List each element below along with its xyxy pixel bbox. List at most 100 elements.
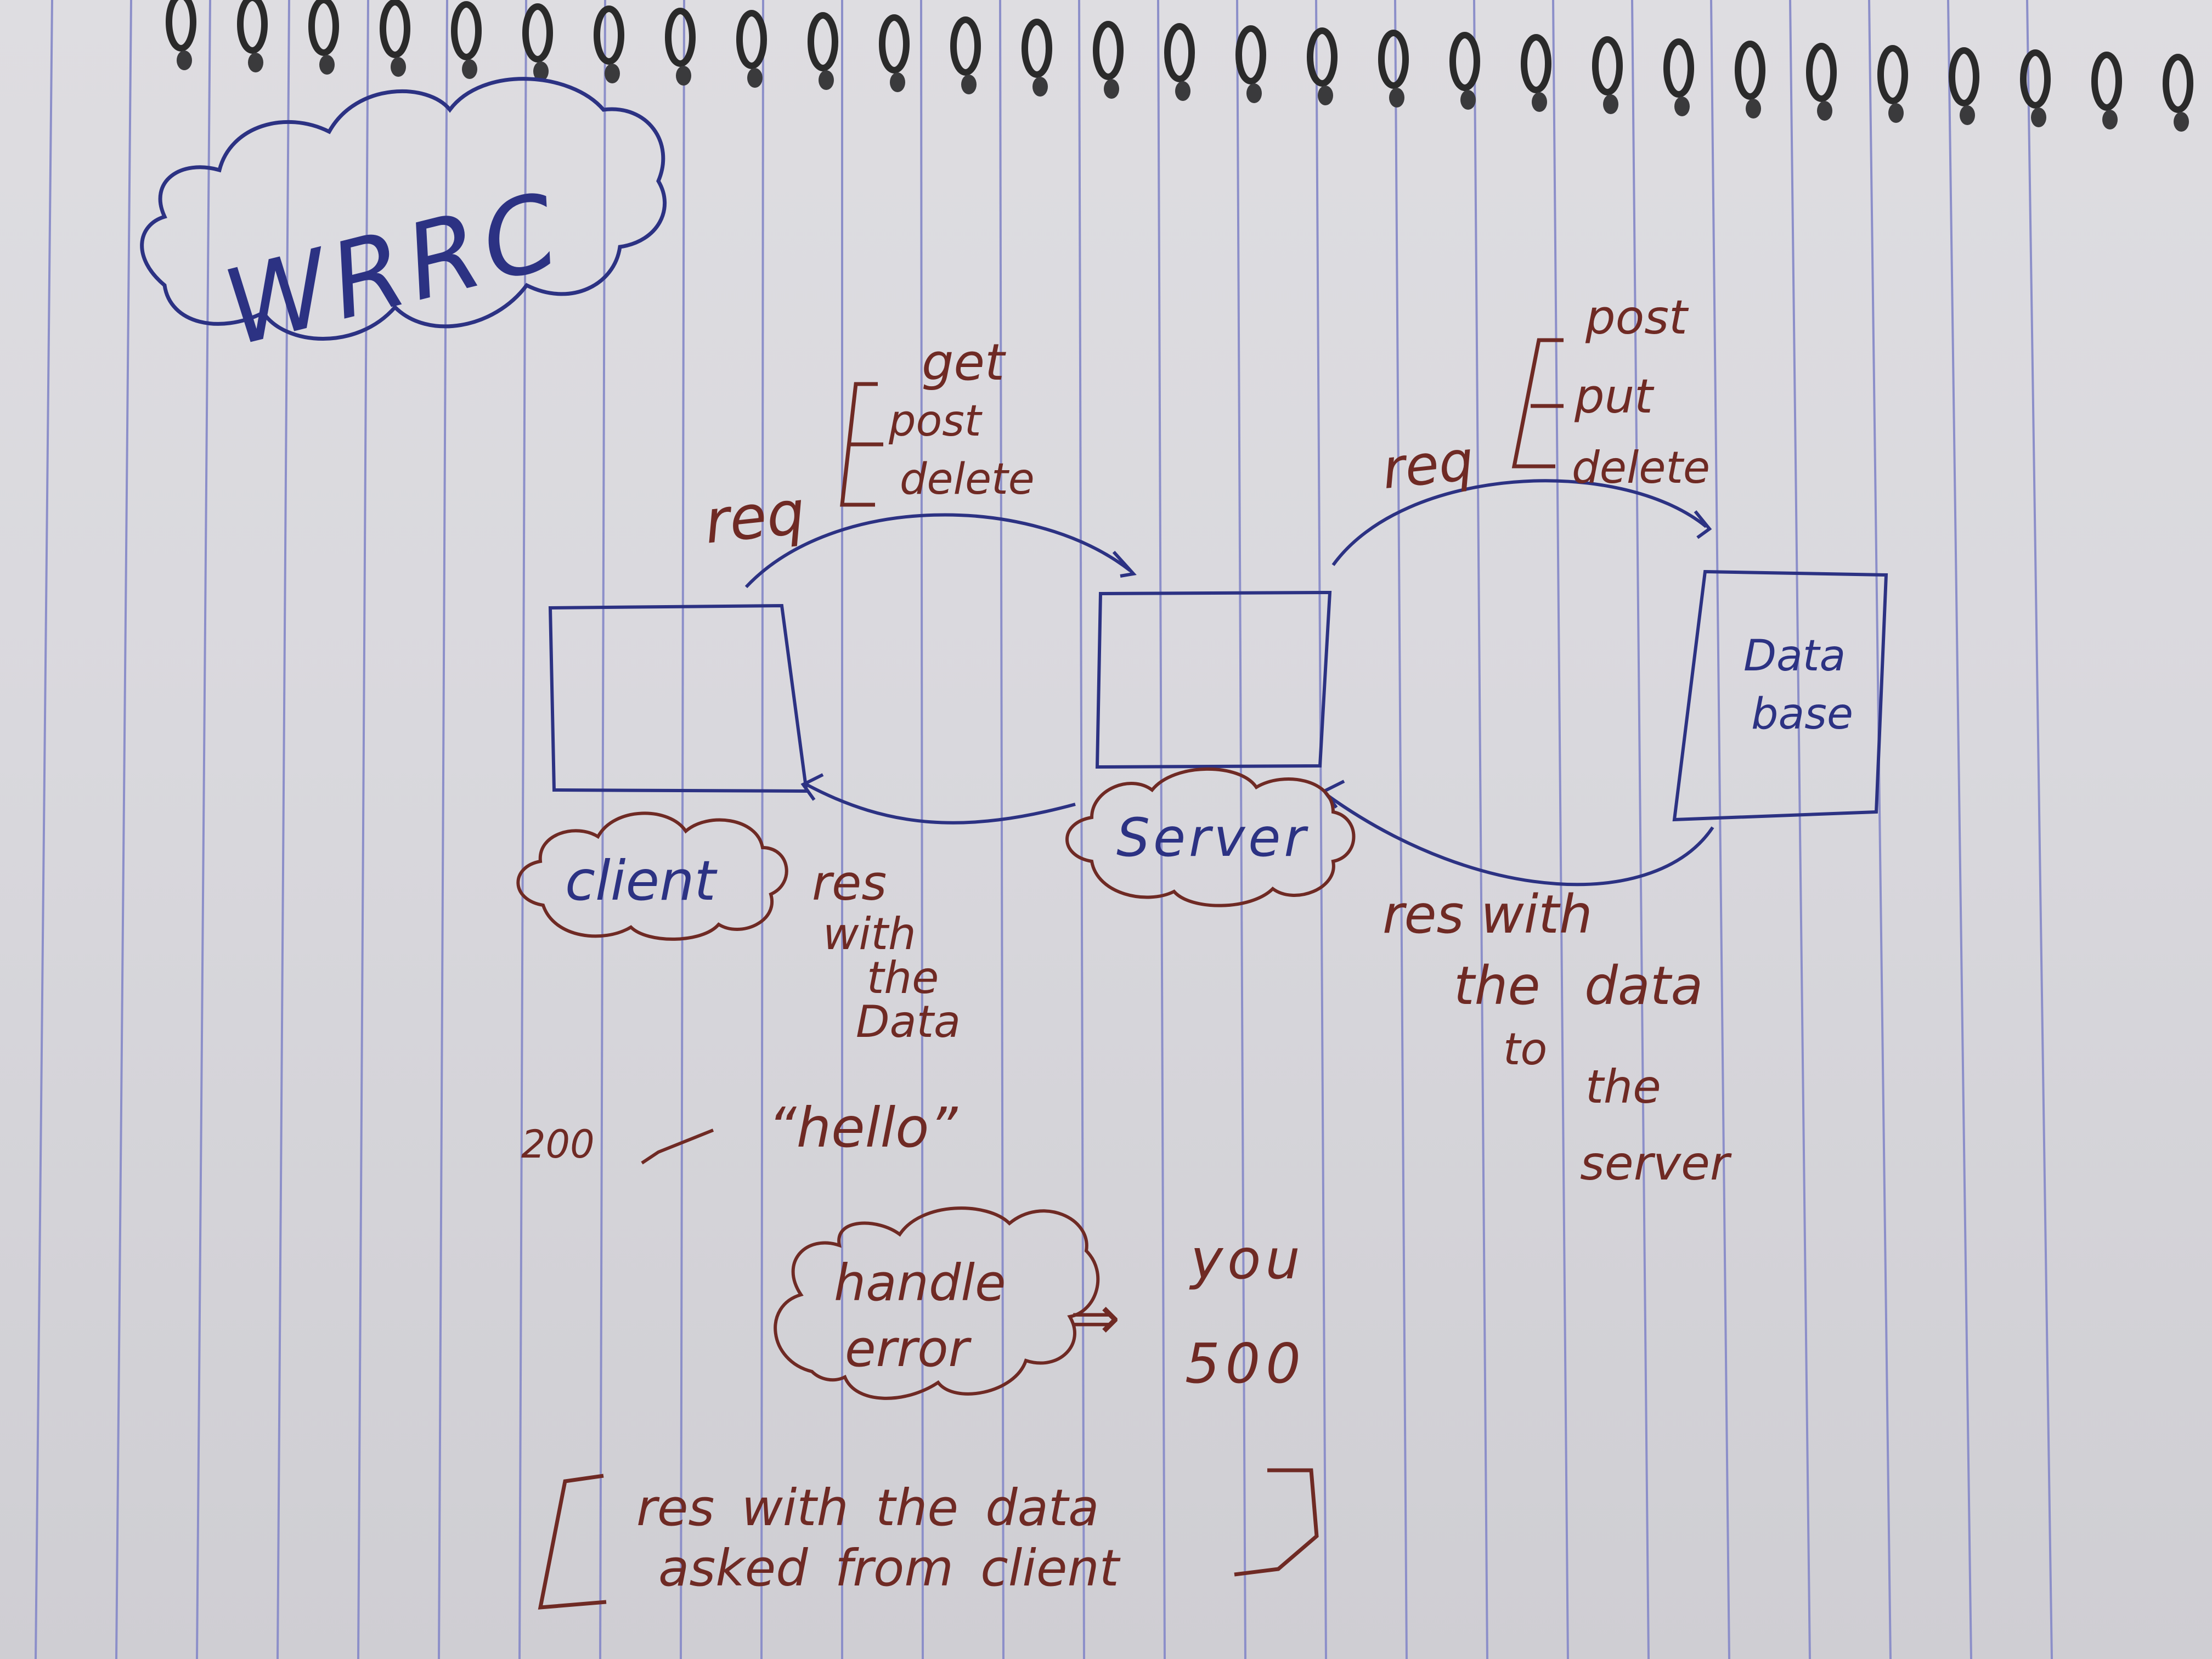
summary-line1: res with the data	[636, 1479, 1099, 1537]
spiral-hole	[1175, 81, 1190, 101]
spiral-hole	[1318, 86, 1333, 105]
res-server-line2: the data	[1454, 955, 1703, 1017]
spiral-binding	[166, 0, 2193, 132]
arrow-server-to-database	[1331, 479, 1707, 566]
spiral-hole	[2102, 110, 2118, 129]
spiral-ring	[451, 1, 482, 60]
spiral-hole	[1389, 88, 1404, 108]
method-put: put	[1574, 369, 1655, 424]
status-code-200: 200	[521, 1122, 595, 1167]
ruled-line	[999, 0, 1005, 1659]
ruled-line	[680, 0, 685, 1659]
spiral-hole	[890, 72, 905, 92]
ruled-line	[357, 0, 369, 1659]
res-client-line1: res	[812, 855, 887, 911]
spiral-hole	[961, 75, 977, 94]
database-node: Data base	[1672, 569, 1888, 822]
error-result-line2: 500	[1185, 1331, 1306, 1396]
res-server-line5: server	[1580, 1136, 1732, 1191]
client-cloud	[516, 811, 788, 941]
method-delete-right: delete	[1572, 442, 1710, 493]
ruled-line	[1947, 0, 1972, 1659]
summary-line2: asked from client	[658, 1539, 1121, 1598]
ruled-line	[1394, 0, 1408, 1659]
spiral-ring	[1378, 30, 1409, 89]
ruled-line	[2026, 0, 2053, 1659]
ruled-line	[1710, 0, 1730, 1659]
spiral-hole	[1817, 101, 1832, 121]
spiral-hole	[2031, 108, 2046, 127]
spiral-hole	[177, 50, 192, 70]
spiral-ring	[166, 0, 196, 52]
server-label: Server	[1116, 807, 1309, 868]
spiral-ring	[1521, 34, 1551, 93]
spiral-hole	[1746, 99, 1761, 119]
res-client-line2: with	[823, 909, 916, 960]
spiral-hole	[1888, 103, 1904, 123]
arrow-client-to-server	[744, 513, 1131, 589]
spiral-hole	[391, 57, 406, 77]
req-label-client-server: req	[701, 477, 808, 557]
method-bracket-right	[1511, 338, 1564, 469]
client-node	[548, 603, 809, 793]
ruled-line	[1157, 0, 1166, 1659]
ruled-line	[760, 0, 764, 1659]
spiral-ring	[1735, 41, 1765, 100]
error-cloud	[774, 1206, 1100, 1400]
check-mark	[641, 1128, 714, 1165]
arrow-server-to-client	[805, 783, 1076, 825]
spiral-ring	[1877, 45, 1908, 104]
res-client-line4: Data	[856, 996, 961, 1047]
spiral-ring	[1949, 47, 1979, 106]
spiral-hole	[1032, 77, 1048, 97]
ruled-line	[920, 0, 924, 1659]
spiral-ring	[594, 5, 624, 65]
spiral-hole	[605, 64, 620, 83]
title-cloud	[140, 77, 667, 341]
spiral-ring	[1663, 38, 1694, 98]
res-server-line3: to	[1503, 1024, 1547, 1075]
arrowhead-client-to-server	[1112, 550, 1137, 578]
server-node	[1095, 590, 1332, 769]
status-message-hello: “hello”	[768, 1096, 958, 1160]
spiral-ring	[879, 14, 910, 74]
error-label-line1: handle	[834, 1254, 1006, 1312]
spiral-hole	[319, 55, 335, 75]
error-implies-arrow: ⇒	[1070, 1283, 1120, 1353]
ruled-line	[115, 0, 132, 1659]
spiral-ring	[1592, 36, 1623, 95]
spiral-ring	[308, 0, 339, 56]
spiral-ring	[2163, 54, 2193, 113]
method-delete-left: delete	[900, 455, 1035, 504]
summary-bracket-left	[538, 1474, 607, 1610]
spiral-ring	[1307, 27, 1338, 87]
spiral-hole	[248, 53, 263, 72]
spiral-ring	[522, 3, 553, 63]
arrow-database-to-server	[1327, 794, 1714, 887]
spiral-hole	[2174, 112, 2189, 132]
spiral-ring	[1806, 43, 1837, 102]
ruled-lines	[35, 0, 2053, 1659]
spiral-hole	[1104, 79, 1119, 99]
spiral-ring	[1449, 32, 1480, 91]
ruled-line	[438, 0, 448, 1659]
spiral-ring	[380, 0, 410, 58]
error-label-line2: error	[845, 1319, 972, 1378]
method-bracket-left	[840, 382, 883, 507]
spiral-ring	[1093, 21, 1124, 80]
spiral-hole	[533, 61, 549, 81]
method-post-left: post	[888, 397, 983, 446]
ruled-line	[276, 0, 290, 1659]
spiral-hole	[1960, 105, 1975, 125]
spiral-hole	[1246, 83, 1262, 103]
arrowhead-server-to-database	[1694, 510, 1712, 539]
server-cloud	[1065, 767, 1356, 907]
arrowhead-server-to-client	[800, 773, 824, 801]
ruled-line	[1789, 0, 1811, 1659]
spiral-ring	[237, 0, 268, 54]
summary-bracket-right	[1234, 1468, 1319, 1577]
ruled-line	[1473, 0, 1488, 1659]
spiral-ring	[1022, 19, 1052, 78]
